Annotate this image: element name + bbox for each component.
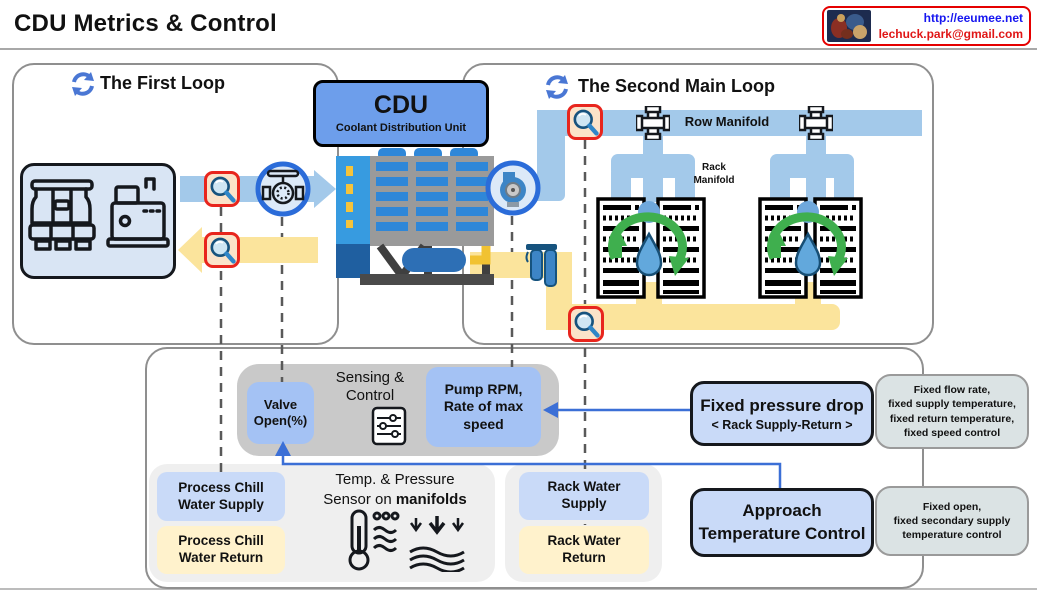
facility-plant-box [20, 163, 176, 279]
pump-icon [485, 160, 541, 216]
magnifier-icon [567, 104, 603, 140]
sensing-control-label: Sensing & Control [335, 369, 405, 404]
sensor-label-bold: manifolds [395, 490, 467, 508]
approach-temperature-box: Approach Temperature Control [690, 488, 874, 557]
second-loop-title: The Second Main Loop [578, 76, 775, 96]
coolant-recirculation-icon [767, 201, 848, 277]
coolant-recirculation-icon [608, 201, 689, 277]
magnifier-icon [204, 171, 240, 207]
magnifier-icon [204, 232, 240, 268]
filter-icon [525, 244, 557, 287]
fixed-pressure-title: Fixed pressure drop [700, 395, 864, 415]
fixed-pressure-drop-box: Fixed pressure drop < Rack Supply-Return… [690, 381, 874, 446]
cdu-subtitle: Coolant Distribution Unit [335, 122, 467, 134]
header-divider [0, 48, 1037, 50]
sensor-label-line2: Sensor on [323, 490, 396, 508]
badge-email-link[interactable]: lechuck.park@gmail.com [878, 27, 1023, 41]
fixed-pressure-subtitle: < Rack Supply-Return > [711, 417, 853, 432]
process-chill-supply-box: Process Chill Water Supply [157, 472, 285, 521]
sensor-label-line1: Temp. & Pressure [335, 471, 455, 488]
valve-open-box: Valve Open(%) [247, 382, 314, 444]
sensor-on-manifolds-label: Temp. & Pressure Sensor on manifolds [298, 470, 492, 509]
sync-icon [72, 72, 94, 96]
fixed-pressure-note-box: Fixed flow rate, fixed supply temperatur… [875, 374, 1029, 449]
badge-url-link[interactable]: http://eeumee.net [923, 10, 1023, 25]
sliders-icon [371, 406, 407, 446]
author-badge: http://eeumee.net lechuck.park@gmail.com [822, 6, 1031, 46]
rack-manifold-label: Rack Manifold [693, 162, 735, 186]
pressure-icon [409, 516, 465, 572]
pump-rpm-box: Pump RPM, Rate of max speed [426, 367, 541, 447]
magnifier-icon [568, 306, 604, 342]
badge-logo-image [827, 10, 871, 42]
row-manifold-label: Row Manifold [684, 114, 770, 129]
thermometer-icon [348, 509, 400, 571]
footer-divider [0, 588, 1037, 590]
cdu-unit-illustration [336, 148, 494, 285]
process-chill-return-box: Process Chill Water Return [157, 526, 285, 574]
rack-water-return-box: Rack Water Return [519, 526, 649, 574]
cooling-tower-icon [28, 177, 170, 251]
valve-icon [255, 161, 311, 217]
cdu-title-box: CDU Coolant Distribution Unit [313, 80, 489, 147]
pipe-cross-icon [799, 106, 833, 140]
sync-icon [546, 75, 568, 99]
pipe-cross-icon [636, 106, 670, 140]
rack-water-supply-box: Rack Water Supply [519, 472, 649, 520]
first-loop-title: The First Loop [100, 73, 225, 93]
approach-note-box: Fixed open, fixed secondary supply tempe… [875, 486, 1029, 556]
page-title: CDU Metrics & Control [14, 10, 277, 37]
cdu-title: CDU [373, 91, 429, 119]
